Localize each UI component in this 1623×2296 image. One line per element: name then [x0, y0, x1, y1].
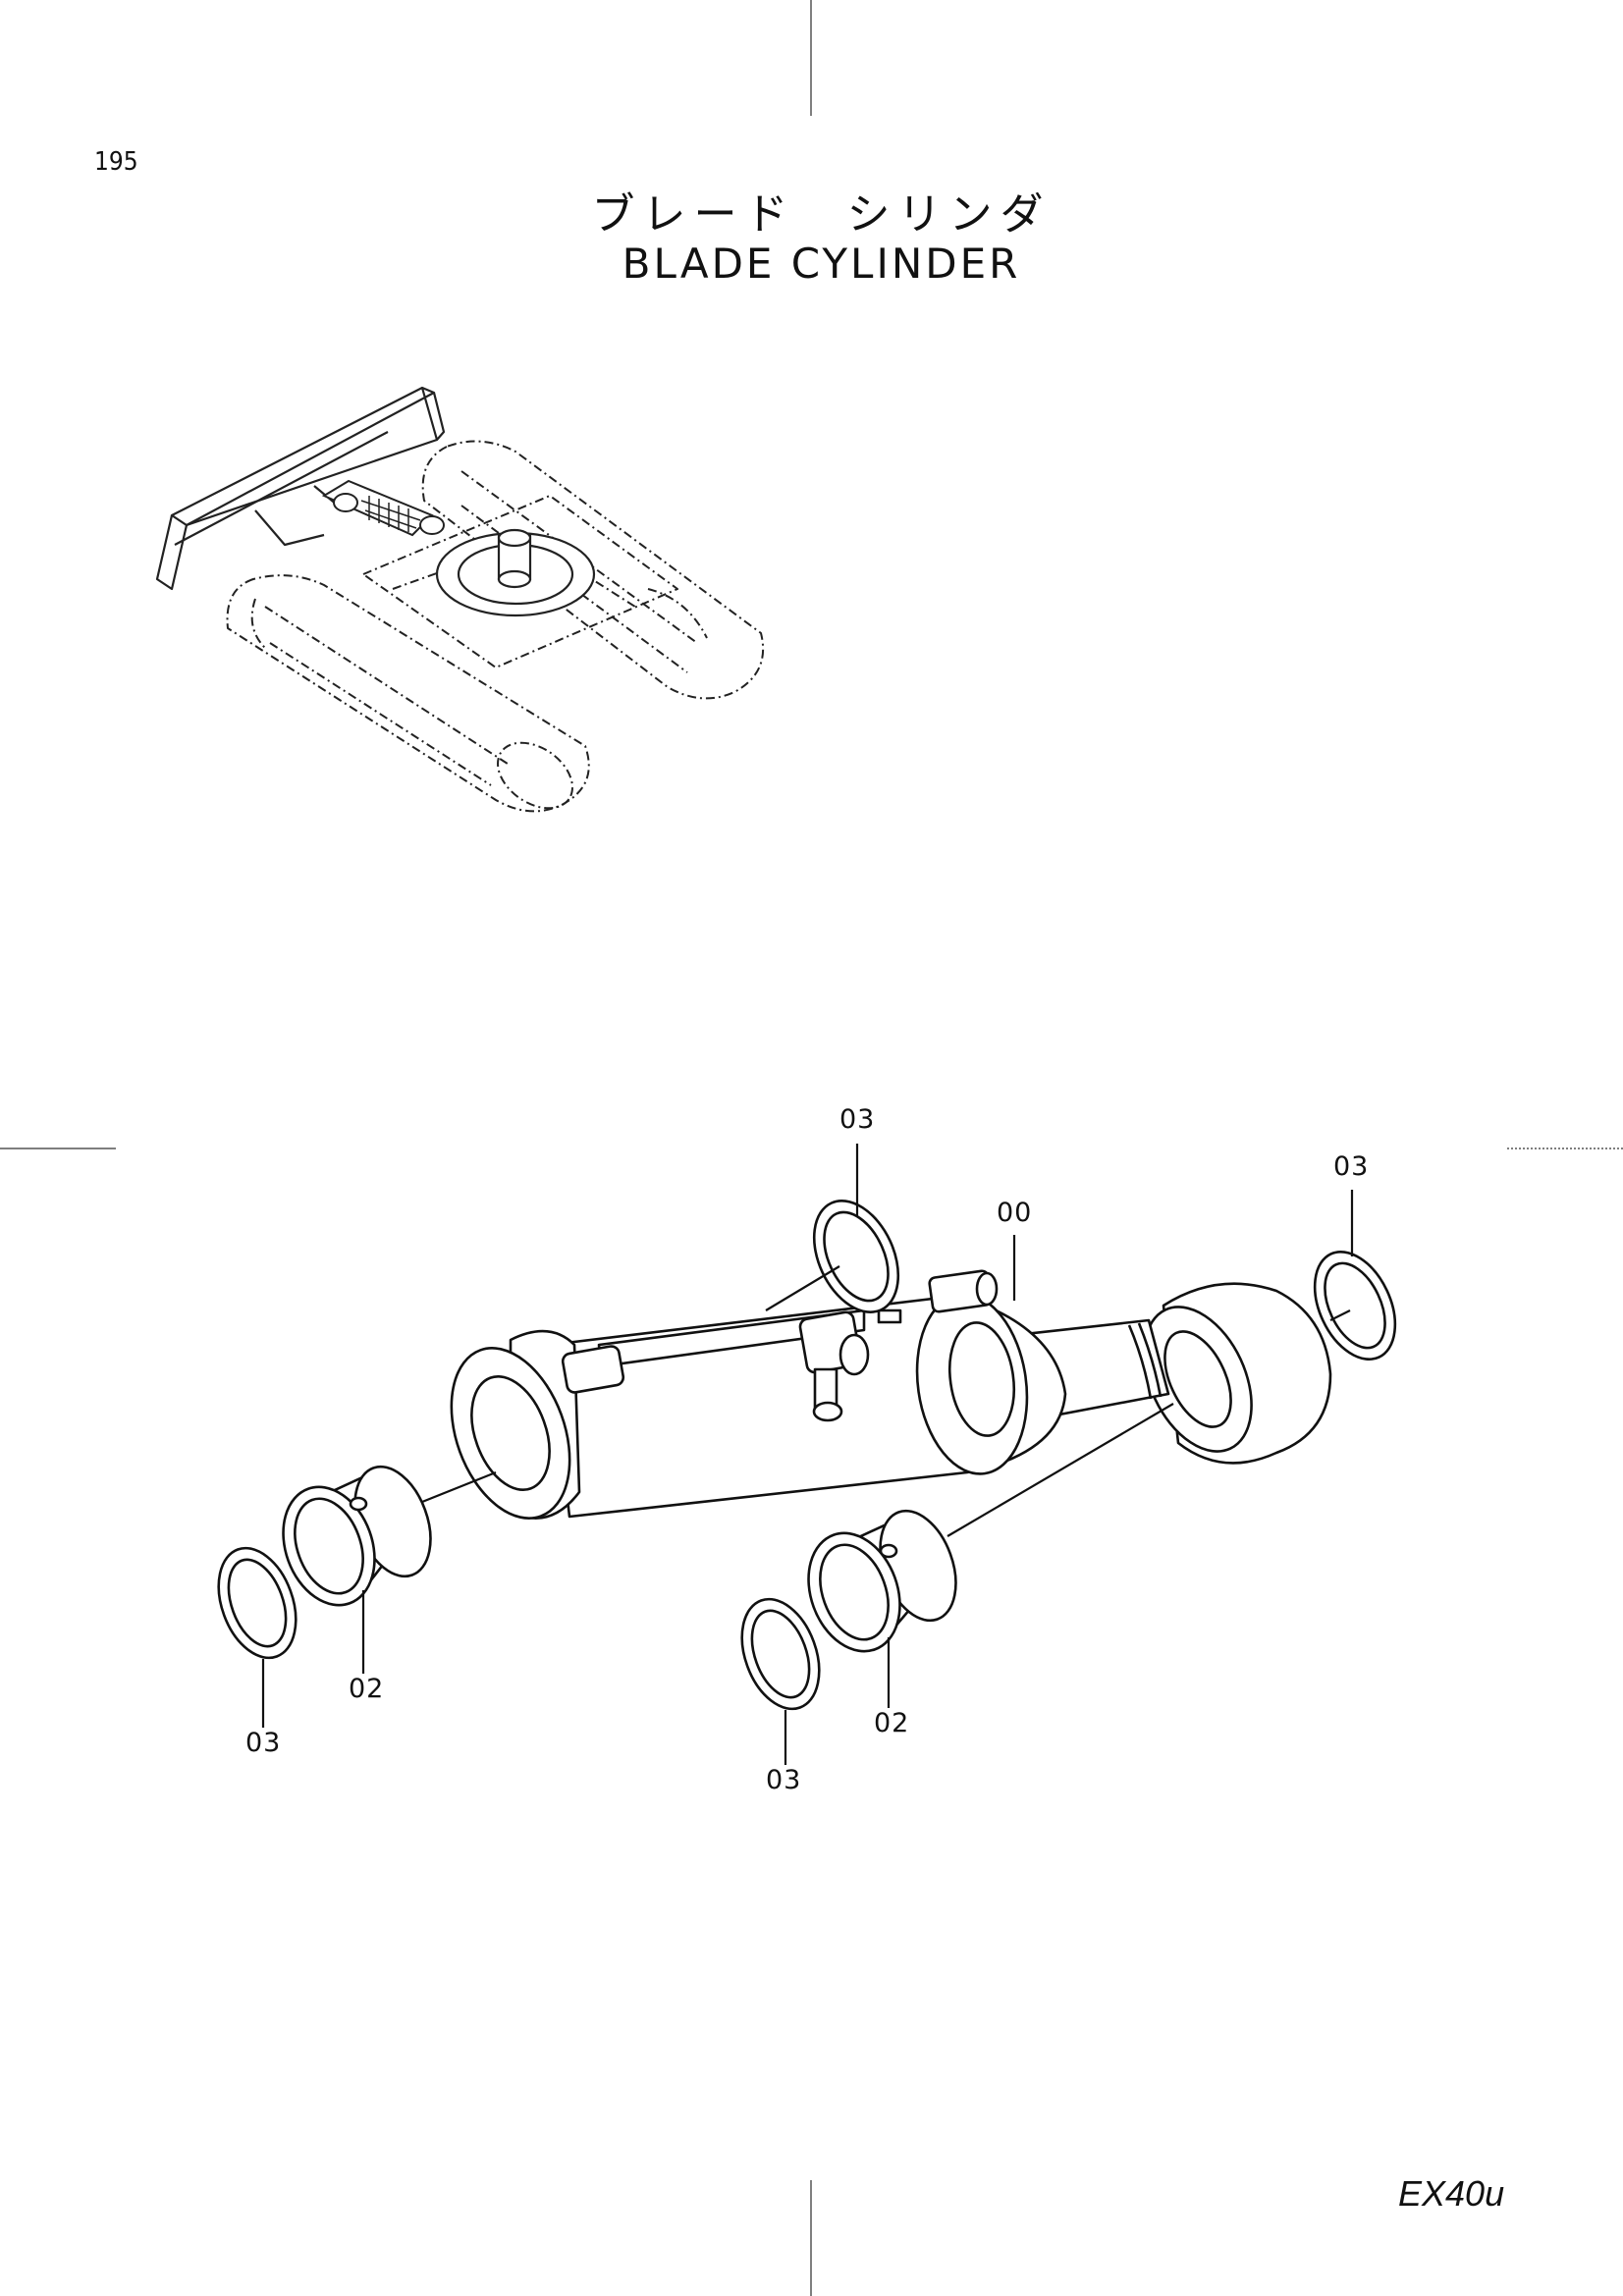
page-number: 195: [94, 147, 138, 177]
page-title-japanese: ブレード シリンダ: [591, 189, 1052, 240]
model-code: EX40u: [1398, 2173, 1505, 2214]
callout-bushing-left: 02: [349, 1674, 385, 1704]
callout-seal-right: 03: [1333, 1151, 1370, 1182]
callout-cylinder-assembly: 00: [997, 1198, 1033, 1228]
callout-seal-lower-right: 03: [766, 1765, 802, 1795]
callout-seal-left: 03: [245, 1728, 282, 1758]
callout-bushing-right: 02: [874, 1708, 910, 1738]
page-title-english: BLADE CYLINDER: [622, 240, 1021, 288]
callout-seal-top: 03: [839, 1104, 876, 1135]
